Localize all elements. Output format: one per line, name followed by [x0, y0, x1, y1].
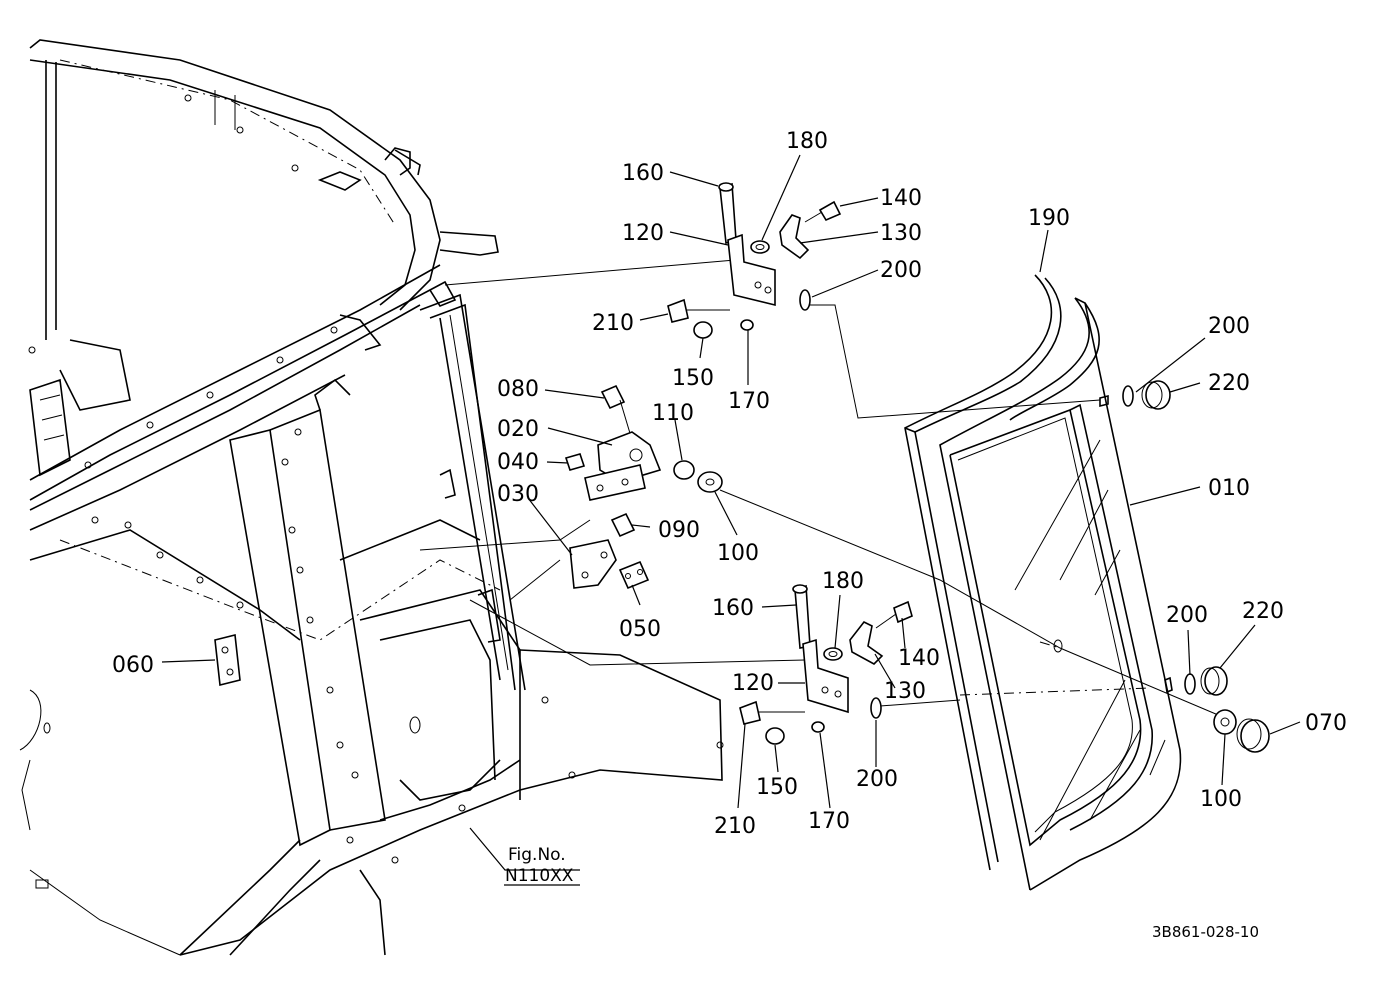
callout-140-upper: 140	[880, 186, 922, 211]
callout-200-right-upper: 200	[1208, 314, 1250, 339]
hinge-120-lower	[802, 638, 849, 714]
callout-040: 040	[497, 450, 539, 475]
callout-090: 090	[658, 518, 700, 543]
callout-140-lower: 140	[898, 646, 940, 671]
callout-220-upper: 220	[1208, 371, 1250, 396]
bolt-140-upper	[818, 200, 842, 222]
callout-080: 080	[497, 377, 539, 402]
callout-200-lower: 200	[856, 767, 898, 792]
washer-200-right-lower	[1184, 673, 1196, 695]
washer-110	[673, 460, 695, 480]
bolt-140-lower	[893, 600, 913, 624]
cap-070	[1240, 719, 1270, 753]
glass-010	[939, 297, 1090, 891]
figure-ref-line2: N110XX	[505, 866, 574, 886]
plate-060	[214, 634, 241, 686]
callout-130-lower: 130	[884, 679, 926, 704]
callout-220-lower: 220	[1242, 599, 1284, 624]
bolt-090	[610, 512, 636, 538]
callout-110: 110	[652, 401, 694, 426]
callout-020: 020	[497, 417, 539, 442]
bolt-080	[600, 384, 626, 410]
callout-170-upper: 170	[728, 389, 770, 414]
latch-020	[597, 431, 662, 483]
plate-130-upper	[779, 214, 810, 260]
cap-220-upper	[1145, 380, 1171, 410]
washer-100-right	[1213, 709, 1237, 735]
callout-170-lower: 170	[808, 809, 850, 834]
drawing-id: 3B861-028-10	[1152, 923, 1259, 941]
callout-100-upper: 100	[717, 541, 759, 566]
cap-220-lower	[1204, 666, 1228, 696]
callout-180-upper: 180	[786, 129, 828, 154]
callouts: 160 180 140 120 130 200 210 150 170 190 …	[112, 129, 1347, 839]
bracket-030	[569, 539, 617, 589]
callout-190: 190	[1028, 206, 1070, 231]
leader-lines	[161, 154, 1301, 871]
bolt-210-upper	[667, 298, 689, 323]
pin-160-lower	[794, 584, 811, 649]
washer-180-lower	[823, 647, 843, 661]
callout-030: 030	[497, 482, 539, 507]
callout-010: 010	[1208, 476, 1250, 501]
callout-180-lower: 180	[822, 569, 864, 594]
callout-130-upper: 130	[880, 221, 922, 246]
bolt-210-lower	[739, 700, 761, 725]
nut-150-upper	[693, 321, 713, 339]
callout-150-upper: 150	[672, 366, 714, 391]
callout-160-lower: 160	[712, 596, 754, 621]
washer-180-upper	[750, 240, 770, 254]
figure-ref-line1: Fig.No.	[508, 845, 566, 865]
washer-200-right-upper	[1122, 385, 1134, 407]
hinge-120-upper	[727, 233, 776, 307]
callout-060: 060	[112, 653, 154, 678]
figure-reference: Fig.No. N110XX	[504, 845, 580, 886]
plate-050	[618, 560, 650, 590]
seal-190	[904, 274, 1053, 871]
washer-200-lower	[870, 697, 882, 719]
callout-210-lower: 210	[714, 814, 756, 839]
callout-100-lower: 100	[1200, 787, 1242, 812]
callout-070: 070	[1305, 711, 1347, 736]
latch-assembly	[214, 384, 723, 686]
plate-040	[584, 464, 646, 501]
cab-frame	[19, 39, 724, 956]
callout-210-upper: 210	[592, 311, 634, 336]
callout-200-right-lower: 200	[1166, 603, 1208, 628]
callout-120-upper: 120	[622, 221, 664, 246]
clip-170-upper	[740, 319, 754, 331]
door-glass	[904, 274, 1182, 891]
callout-120-lower: 120	[732, 671, 774, 696]
pin-160-upper	[719, 182, 737, 245]
callout-150-lower: 150	[756, 775, 798, 800]
washer-200-upper	[799, 289, 811, 311]
nut-150-lower	[765, 727, 785, 745]
plate-130-lower	[849, 620, 884, 665]
washer-100-upper	[697, 471, 723, 493]
callout-200-upper: 200	[880, 258, 922, 283]
upper-hinge-assembly	[667, 182, 842, 339]
lower-hinge-assembly	[739, 584, 913, 745]
glass-fasteners	[1122, 380, 1270, 753]
callout-160-upper: 160	[622, 161, 664, 186]
clip-170-lower	[811, 721, 825, 733]
callout-050: 050	[619, 617, 661, 642]
